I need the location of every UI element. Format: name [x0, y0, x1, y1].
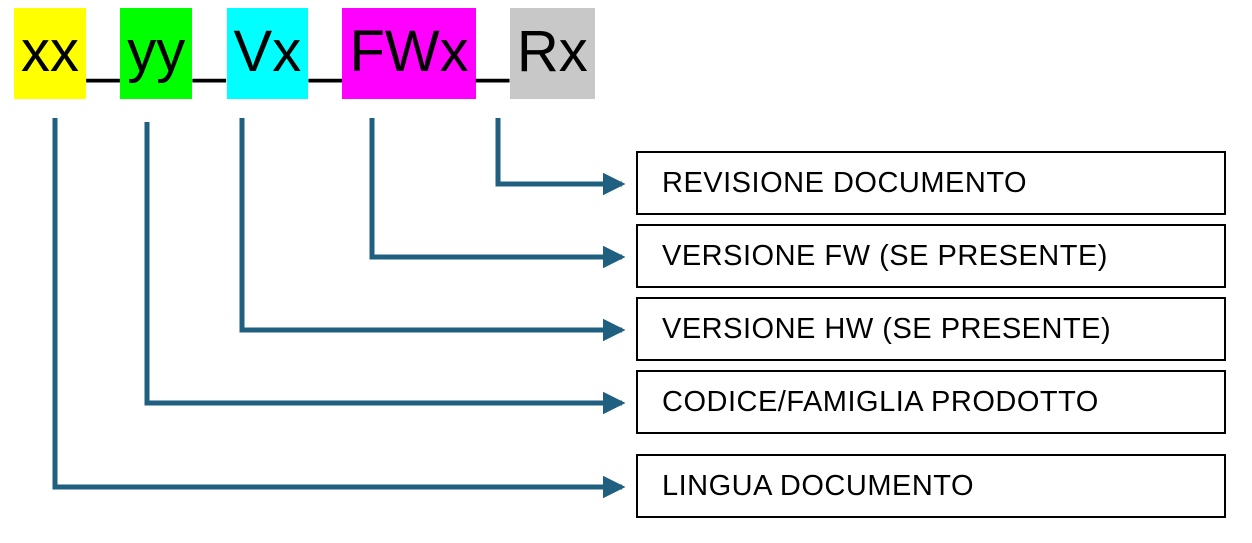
arrow-fw-version [369, 118, 626, 269]
label-text: CODICE/FAMIGLIA PRODOTTO [662, 385, 1099, 418]
arrow-language [52, 118, 626, 499]
filename-segment-hw-version: Vx [226, 8, 309, 100]
label-text: LINGUA DOCUMENTO [662, 469, 975, 502]
label-text: VERSIONE HW (SE PRESENTE) [662, 312, 1112, 345]
label-box-versione-hw: VERSIONE HW (SE PRESENTE) [636, 297, 1226, 361]
arrow-hw-version [239, 118, 626, 342]
separator: _ [193, 19, 226, 84]
filename-segment-revision: Rx [509, 8, 595, 100]
separator: _ [476, 19, 509, 84]
label-box-versione-fw: VERSIONE FW (SE PRESENTE) [636, 224, 1226, 288]
label-text: REVISIONE DOCUMENTO [662, 166, 1028, 199]
label-box-lingua-documento: LINGUA DOCUMENTO [636, 454, 1226, 518]
label-text: VERSIONE FW (SE PRESENTE) [662, 239, 1108, 272]
separator: _ [309, 19, 342, 84]
arrow-revision [495, 118, 626, 196]
arrow-product-family [144, 122, 626, 415]
label-box-revisione-documento: REVISIONE DOCUMENTO [636, 151, 1226, 215]
filename-segment-fw-version: FWx [342, 8, 476, 100]
filename-pattern: xx_yy_Vx_FWx_Rx [14, 8, 595, 100]
label-box-codice-famiglia: CODICE/FAMIGLIA PRODOTTO [636, 370, 1226, 434]
filename-segment-language: xx [14, 8, 86, 100]
separator: _ [87, 19, 120, 84]
filename-segment-product-family: yy [120, 8, 193, 100]
